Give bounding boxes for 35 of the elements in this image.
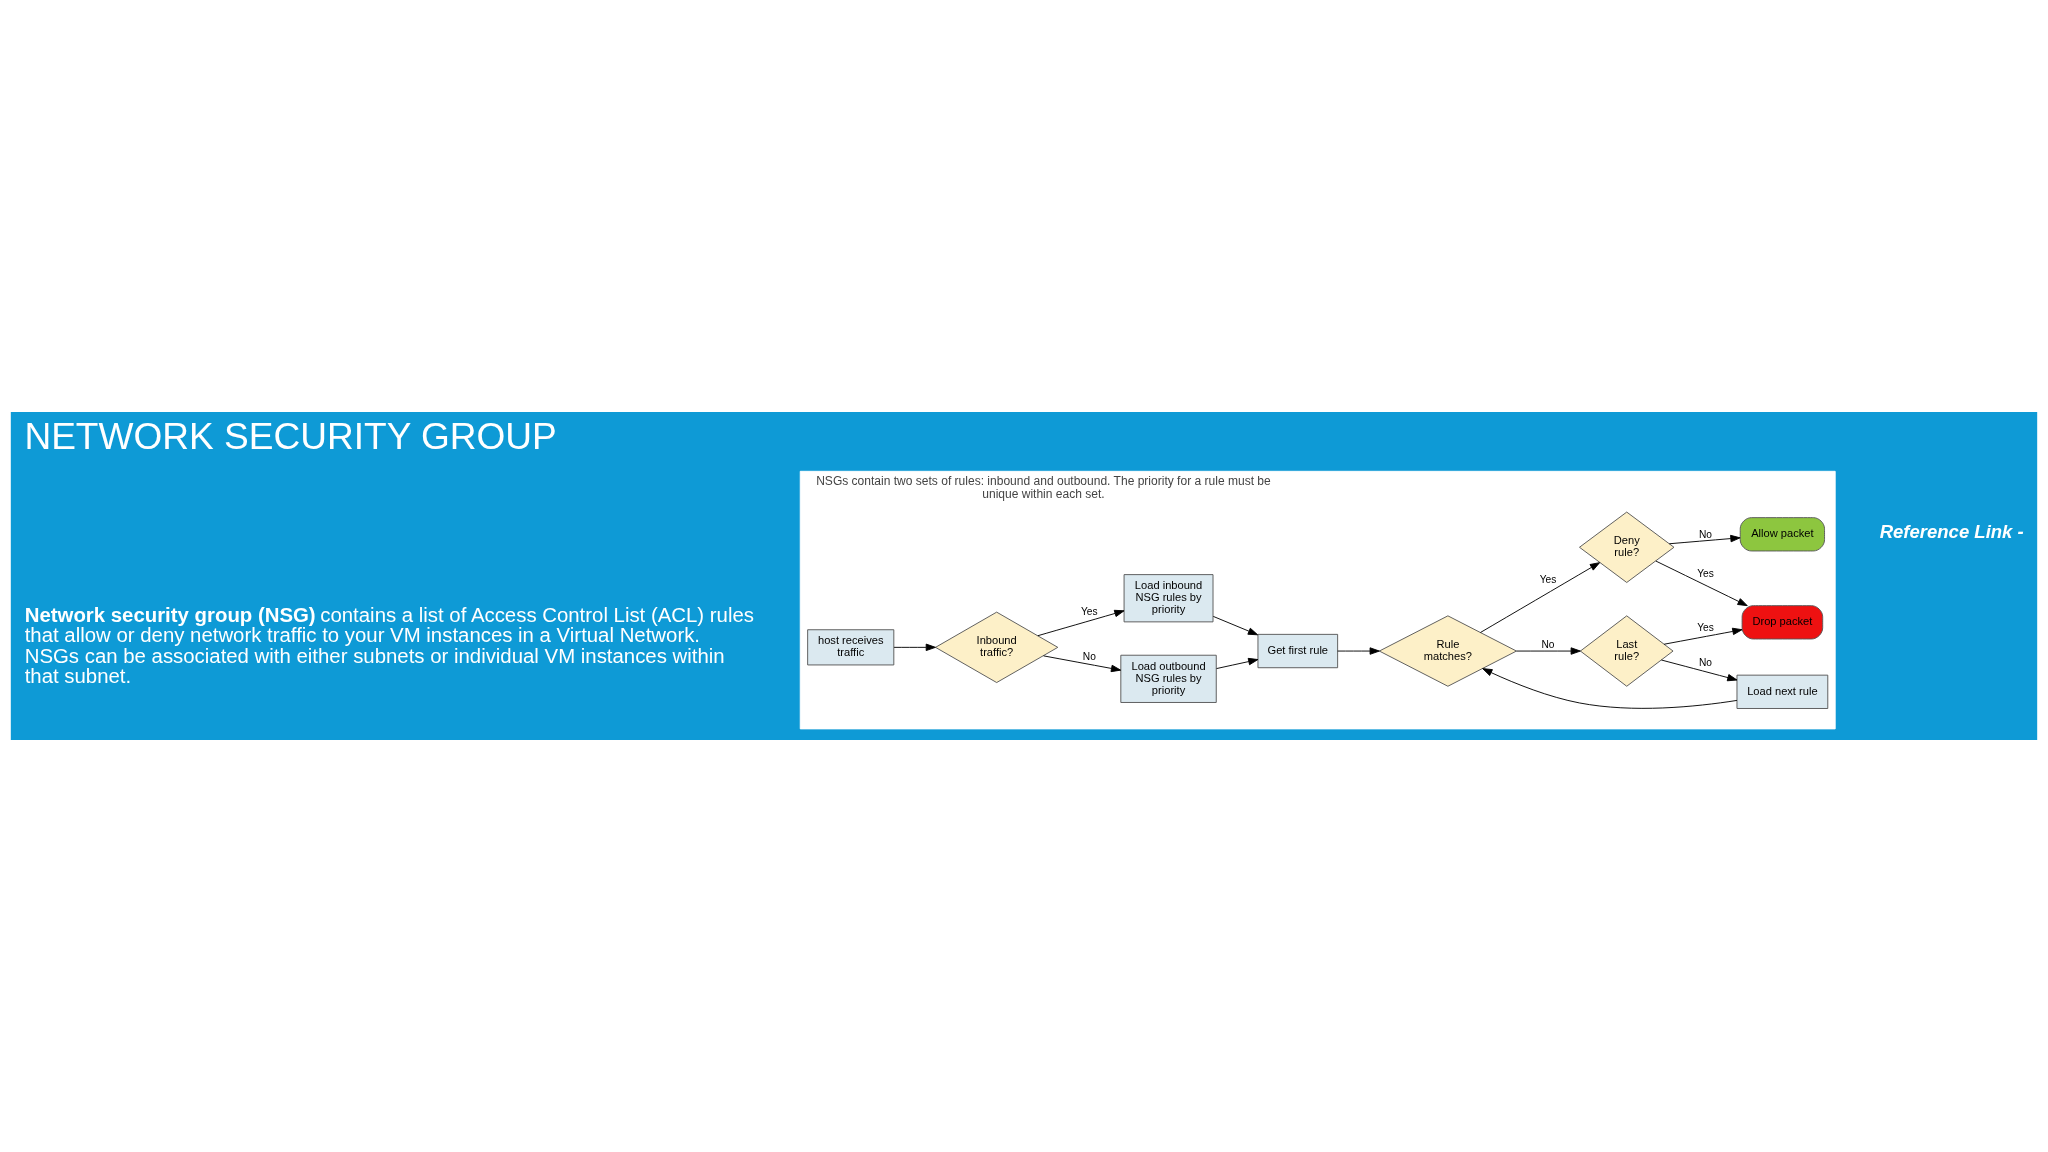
node-box: Load inbound NSG rules by priority <box>1123 574 1214 623</box>
node-box: host receives traffic <box>807 629 895 666</box>
arrow <box>1212 615 1259 636</box>
arrow <box>1216 657 1259 670</box>
arrow <box>1655 560 1748 607</box>
node-diamond: Inbound traffic? <box>935 611 1059 683</box>
edge-label: No <box>1698 656 1712 668</box>
arrow <box>1482 668 1738 709</box>
diagram-title: NETWORK SECURITY GROUP <box>24 415 557 458</box>
node-box: Allow packet <box>1739 517 1825 552</box>
node-box: Load outbound NSG rules by priority <box>1120 654 1217 703</box>
node-diamond: Rule matches? <box>1378 615 1517 687</box>
label: Reference Link - <box>1879 521 2024 543</box>
label: Network security group (NSG) contains a list of Access Control List (ACL) rules that allow or deny network traffic to your VM instances in a Virtual Network. NSGs can be associated with either subnets or individual VM instances within that subnet. <box>24 603 754 688</box>
edge-label: No <box>1698 528 1712 540</box>
arrow <box>1337 647 1380 655</box>
edge-label: No <box>1541 639 1555 651</box>
node-box: Drop packet <box>1741 605 1824 640</box>
arrow <box>1037 609 1125 637</box>
node-diamond: Last rule? <box>1579 615 1674 687</box>
arrow <box>1043 655 1122 673</box>
arrow <box>1660 659 1738 682</box>
arrow <box>893 643 936 652</box>
edge-label: Yes <box>1539 574 1557 586</box>
arrow <box>1668 534 1741 545</box>
edge-label: Yes <box>1081 605 1098 617</box>
node-box: Get first rule <box>1257 633 1339 669</box>
edge-label: No <box>1082 651 1096 663</box>
arrow <box>1480 562 1601 633</box>
arrow <box>1516 647 1581 655</box>
edge-label: Yes <box>1697 622 1714 634</box>
node-box: Load next rule <box>1736 674 1829 709</box>
arrow <box>1663 627 1743 645</box>
node-diamond: Deny rule? <box>1579 511 1675 583</box>
edge-label: Yes <box>1697 567 1714 579</box>
